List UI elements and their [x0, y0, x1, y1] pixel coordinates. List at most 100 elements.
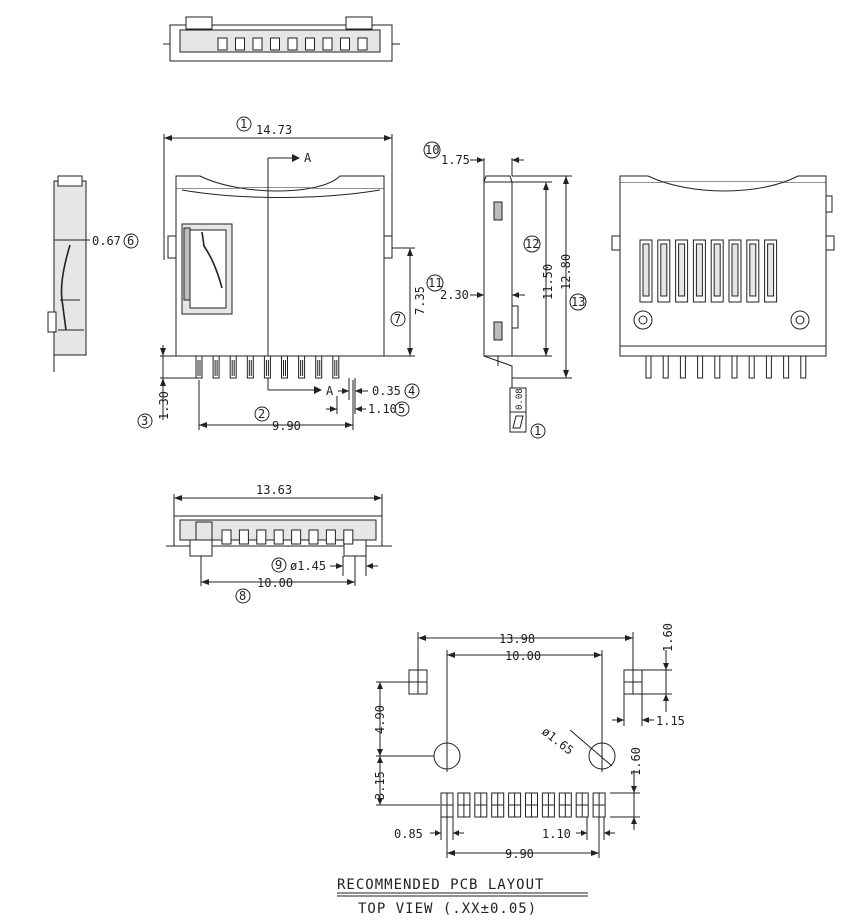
front-pin — [298, 355, 306, 379]
pcb-layout-title: RECOMMENDED PCB LAYOUT — [337, 877, 544, 893]
rear-contact-inner — [642, 243, 650, 297]
top-pin — [305, 37, 315, 51]
balloon-10-label: 10 — [425, 143, 439, 157]
pcb-width-holes-dim: 10.00 — [505, 649, 541, 663]
balloon-1a-label: 1 — [240, 117, 247, 131]
balloon-1a — [236, 116, 252, 132]
balloon-2 — [254, 406, 270, 422]
front-pin — [263, 355, 271, 379]
bottom-pin — [343, 529, 354, 545]
rear-pin — [679, 355, 686, 379]
rear-pin — [662, 355, 669, 379]
side-offset-mid-dim: 2.30 — [440, 288, 469, 302]
top-pin — [287, 37, 298, 51]
pcb-hole-dia-dim: ø1.65 — [539, 724, 576, 757]
top-pin — [357, 37, 368, 51]
balloon-7 — [390, 311, 406, 327]
bottom-hole-span-dim: 10.00 — [257, 576, 293, 590]
pcb-width-outer-dim: 13.98 — [499, 632, 535, 646]
balloon-9 — [271, 557, 287, 573]
rear-contact-inner — [678, 243, 686, 297]
balloon-9-label: 9 — [275, 558, 282, 572]
bottom-width-dim: 13.63 — [256, 483, 292, 497]
balloon-1b-label: 1 — [534, 424, 541, 438]
rear-contact-inner — [713, 243, 721, 297]
top-pin — [270, 37, 280, 51]
pcb-vdim1: 4.90 — [373, 705, 387, 734]
bottom-pin — [291, 529, 302, 545]
side-height-inner-dim: 11.50 — [541, 264, 555, 300]
balloon-11-label: 11 — [428, 276, 442, 290]
left-side-view: 0.67 6 — [47, 175, 139, 372]
top-pin — [235, 37, 245, 51]
pcb-vdim2: 3.15 — [373, 771, 387, 800]
rear-pin — [731, 355, 738, 379]
bottom-hole-dia-dim: ø1.45 — [290, 559, 326, 573]
balloon-8-label: 8 — [239, 589, 246, 603]
balloon-10 — [423, 141, 441, 159]
pcb-layout-subtitle: TOP VIEW (.XX±0.05) — [358, 901, 537, 917]
section-a-bottom: A — [326, 384, 334, 398]
front-pinspan-dim: 9.90 — [272, 419, 301, 433]
top-pin — [217, 37, 228, 51]
pcb-pad-width-dim: 1.15 — [656, 714, 685, 728]
side-offset-top-dim: 1.75 — [441, 153, 470, 167]
rear-pin — [714, 355, 721, 379]
front-pin — [195, 355, 203, 379]
front-pinwidth-dim: 0.35 — [372, 384, 401, 398]
balloon-11 — [426, 274, 444, 292]
bottom-pin — [273, 529, 284, 545]
rear-pin — [645, 355, 652, 379]
rear-pin — [800, 355, 807, 379]
balloon-5-label: 5 — [398, 402, 405, 416]
pcb-pad-width2-dim: 0.85 — [394, 827, 423, 841]
front-pitch-dim: 1.10 — [368, 402, 397, 416]
rear-pin — [765, 355, 772, 379]
bottom-pin — [238, 529, 249, 545]
front-pin — [281, 355, 288, 379]
rear-contact-inner — [767, 243, 775, 297]
balloon-2-label: 2 — [258, 407, 265, 421]
rear-pin — [748, 355, 755, 379]
bottom-pin — [308, 529, 319, 545]
rear-contact-inner — [749, 243, 757, 297]
top-pin — [252, 37, 263, 51]
balloon-4-label: 4 — [408, 384, 415, 398]
balloon-12-label: 12 — [525, 237, 539, 251]
balloon-6-label: 6 — [127, 234, 134, 248]
balloon-1b — [530, 423, 546, 439]
rear-view — [611, 175, 835, 379]
rear-contact-inner — [660, 243, 668, 297]
left-thickness-dim: 0.67 — [92, 234, 121, 248]
rear-pin — [697, 355, 704, 379]
front-pin — [332, 355, 340, 379]
top-view — [163, 16, 400, 62]
side-flatness-dim: 0.08 — [515, 388, 525, 410]
front-pin — [229, 355, 237, 379]
balloon-8 — [235, 588, 251, 604]
front-lead-dim: 1.30 — [157, 391, 171, 420]
bottom-pin — [256, 529, 267, 545]
balloon-12 — [523, 235, 541, 253]
bottom-pin — [221, 529, 232, 545]
balloon-3-label: 3 — [141, 414, 148, 428]
front-view: A A 14.73 1 7.35 7 1.30 3 9.90 — [137, 116, 427, 433]
top-pin — [340, 37, 350, 51]
balloon-7-label: 7 — [394, 312, 401, 326]
balloon-5 — [394, 401, 410, 417]
front-width-dim: 14.73 — [256, 123, 292, 137]
front-pin — [246, 355, 254, 379]
rear-contact-inner — [731, 243, 739, 297]
side-height-outer-dim: 12.80 — [559, 254, 573, 290]
section-a-top: A — [304, 151, 312, 165]
pcb-pad-height-dim: 1.60 — [661, 623, 675, 652]
front-pin — [315, 355, 323, 379]
front-pin — [212, 355, 220, 379]
balloon-13 — [569, 293, 587, 311]
balloon-4 — [404, 383, 420, 399]
rear-contact-inner — [695, 243, 703, 297]
pcb-pad-pitch-dim: 1.10 — [542, 827, 571, 841]
pcb-layout: 13.98 10.00 1.60 1.15 ø1.65 1.60 — [337, 623, 685, 917]
rear-pin — [783, 355, 790, 379]
